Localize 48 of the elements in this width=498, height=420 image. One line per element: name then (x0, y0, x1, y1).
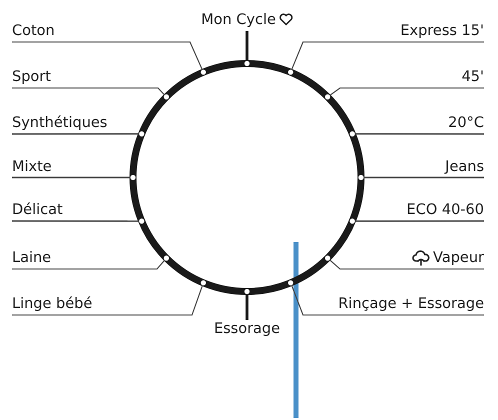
program-label: Délicat (12, 201, 63, 221)
program-label: Mixte (12, 158, 52, 178)
leader-line (291, 285, 484, 316)
program-label: Vapeur (433, 249, 484, 269)
program-label: Rinçage + Essorage (338, 295, 484, 315)
leader-line (329, 259, 484, 270)
position-dot (244, 60, 250, 66)
position-dot (325, 94, 330, 100)
position-dot (164, 256, 169, 261)
leader-line (12, 260, 166, 270)
position-dot (139, 131, 144, 136)
position-dot (288, 280, 294, 286)
program-label: Jeans (445, 158, 484, 178)
position-dot (200, 70, 206, 75)
position-dot (350, 131, 355, 136)
position-dot (164, 94, 169, 100)
position-dot (358, 174, 364, 180)
leader-line (12, 87, 165, 96)
leader-line (246, 294, 248, 320)
program-label: ECO 40-60 (406, 201, 484, 221)
leader-line (12, 176, 130, 178)
position-dot (139, 218, 144, 224)
program-label: Coton (12, 22, 55, 42)
position-dot (288, 70, 294, 75)
leader-line (354, 133, 484, 135)
leader-line (12, 41, 203, 70)
program-label: Express 15' (400, 22, 484, 42)
program-label: Synthétiques (12, 114, 108, 134)
program-label: Mon Cycle (201, 11, 276, 31)
leader-line (246, 31, 248, 61)
position-dot (244, 288, 250, 294)
leader-line (291, 41, 484, 70)
leader-line (329, 87, 484, 96)
leader-line (12, 220, 140, 222)
leader-line (354, 220, 484, 222)
program-label: Sport (12, 68, 51, 88)
program-label: 45' (462, 68, 484, 88)
leader-line (12, 133, 140, 135)
program-label: Laine (12, 249, 52, 269)
program-label: Linge bébé (12, 295, 92, 315)
position-dot (325, 256, 330, 261)
position-dot (350, 218, 355, 224)
leader-line (364, 176, 484, 178)
position-dot (130, 174, 136, 180)
program-label: Essorage (214, 320, 280, 340)
program-label: 20°C (448, 114, 484, 134)
position-dot (200, 280, 206, 286)
leader-line (12, 285, 204, 316)
